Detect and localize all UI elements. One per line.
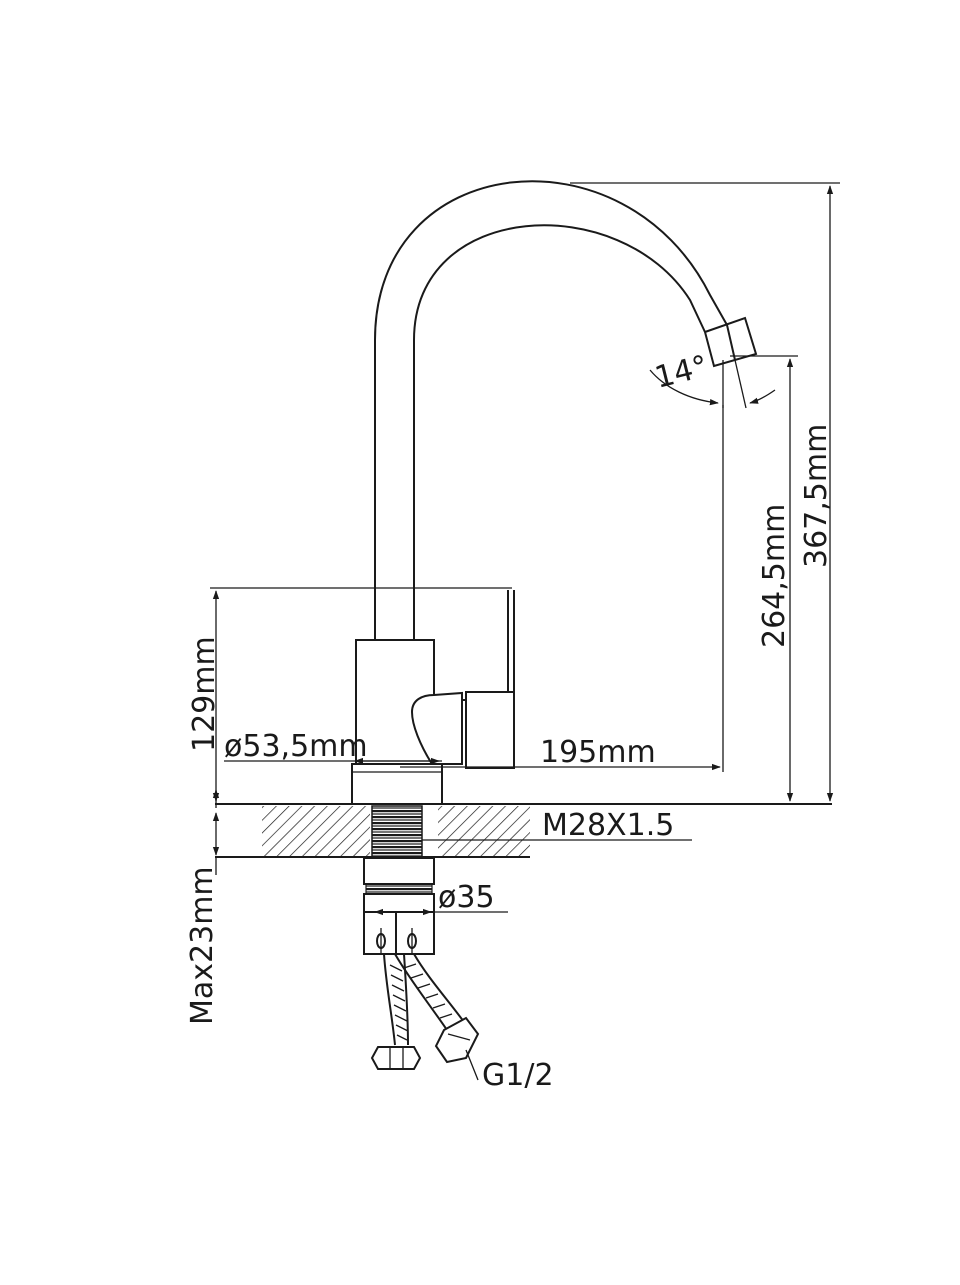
dim-spout-reach — [400, 405, 724, 772]
label-spout-reach: 195mm — [540, 735, 656, 770]
label-body-height: 129mm — [187, 636, 222, 752]
dim-hose-connection — [465, 1049, 479, 1081]
hex-nut-left — [370, 1046, 422, 1070]
label-nut-diameter: ø35 — [438, 880, 495, 915]
flex-hoses — [370, 953, 480, 1070]
faucet-body — [351, 590, 515, 805]
label-total-height: 367,5mm — [799, 424, 834, 568]
hex-nut-right — [434, 1016, 480, 1064]
label-spout-angle: 14° — [651, 349, 711, 396]
dim-total-height — [570, 182, 840, 802]
label-base-diameter: ø53,5mm — [224, 729, 368, 764]
spout — [374, 180, 758, 640]
dim-spout-angle — [649, 359, 776, 409]
label-thread: M28X1.5 — [542, 808, 674, 843]
countertop-section — [215, 803, 832, 858]
label-max-countertop: Max23mm — [185, 866, 220, 1025]
dim-body-height — [210, 587, 512, 802]
label-spout-height: 264,5mm — [757, 504, 792, 648]
dim-spout-height — [730, 355, 798, 802]
label-hose-connection: G1/2 — [482, 1058, 554, 1093]
mounting-shank — [363, 805, 435, 955]
